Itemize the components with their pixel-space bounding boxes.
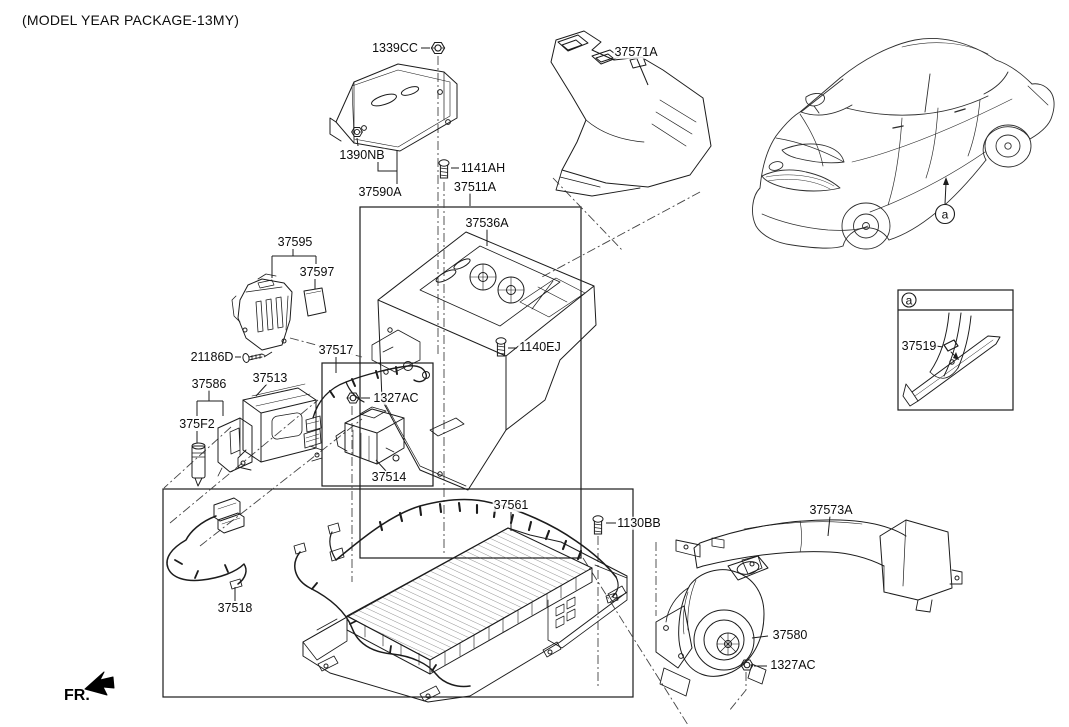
part-drawing-37517-harness xyxy=(303,361,430,449)
part-label-37595[interactable]: 37595 xyxy=(276,234,314,249)
leader-lines xyxy=(196,47,944,667)
nut-1327AC-icon xyxy=(346,392,360,404)
part-label-1130BB[interactable]: 1130BB xyxy=(616,515,662,530)
part-label-37590A[interactable]: 37590A xyxy=(357,184,403,199)
part-drawing-37597-pad xyxy=(303,287,327,317)
bolt-1130BB-icon xyxy=(592,515,604,535)
part-label-37586[interactable]: 37586 xyxy=(190,376,228,391)
page-title: (MODEL YEAR PACKAGE-13MY) xyxy=(22,12,240,28)
part-label-37517[interactable]: 37517 xyxy=(317,342,355,357)
part-label-37513[interactable]: 37513 xyxy=(251,370,289,385)
part-drawing-37590A-cover-bracket xyxy=(329,63,458,152)
part-label-37580[interactable]: 37580 xyxy=(771,627,809,642)
part-label-1390NB[interactable]: 1390NB xyxy=(338,147,386,162)
part-drawing-battery-pack xyxy=(302,527,628,703)
screw-21186D-icon xyxy=(242,353,266,363)
part-label-37561[interactable]: 37561 xyxy=(492,497,530,512)
car-callout[interactable]: a xyxy=(934,177,956,225)
part-label-21186D[interactable]: 21186D xyxy=(189,349,235,364)
callout-boxes xyxy=(162,206,1014,698)
part-label-1327AC-2[interactable]: 1327AC xyxy=(769,657,817,672)
part-drawing-37561-harness xyxy=(327,498,619,604)
fr-label: FR. xyxy=(64,687,90,704)
projection-lines xyxy=(163,56,747,726)
part-drawing-37595-side-cover xyxy=(231,273,293,351)
part-label-37519[interactable]: 37519 xyxy=(900,338,938,353)
part-label-1339CC[interactable]: 1339CC xyxy=(371,40,419,55)
box-detail-a xyxy=(897,289,1014,411)
box-37511A-assembly xyxy=(359,206,582,559)
part-label-1141AH[interactable]: 1141AH xyxy=(459,160,507,175)
part-label-37514[interactable]: 37514 xyxy=(370,469,408,484)
part-drawing-37571A-duct xyxy=(550,30,712,197)
car-callout-letter: a xyxy=(942,208,949,222)
part-label-37511A[interactable]: 37511A xyxy=(452,179,498,194)
part-drawing-37536A-battery-cover xyxy=(371,231,597,491)
part-label-37573A[interactable]: 37573A xyxy=(808,502,854,517)
bolt-1140EJ-icon xyxy=(495,337,507,357)
part-drawing-detail-a-pillar xyxy=(902,312,1001,407)
part-label-1140EJ[interactable]: 1140EJ xyxy=(518,339,562,354)
part-drawing-37573A-duct xyxy=(675,519,963,613)
nut-1390NB-icon xyxy=(351,127,363,137)
detail-callout[interactable]: a xyxy=(901,292,917,308)
box-battery-pack xyxy=(162,488,634,698)
fr-direction-arrow-icon xyxy=(84,671,115,696)
part-drawing-37514-safety-plug xyxy=(335,406,405,465)
part-label-37518[interactable]: 37518 xyxy=(216,600,254,615)
part-drawing-37518-harness xyxy=(166,497,471,688)
part-label-37536A[interactable]: 37536A xyxy=(464,215,510,230)
bolt-1141AH-icon xyxy=(438,159,450,179)
part-drawing-37586-fuse-assembly xyxy=(191,417,253,487)
part-label-37571A[interactable]: 37571A xyxy=(613,44,659,59)
detail-callout-letter: a xyxy=(906,294,913,308)
vehicle-illustration xyxy=(752,37,1055,250)
part-label-37597[interactable]: 37597 xyxy=(298,264,336,279)
part-drawing-37580-blower xyxy=(655,555,769,697)
part-label-1327AC[interactable]: 1327AC xyxy=(372,390,420,405)
part-drawing-37513-module xyxy=(237,383,323,471)
part-label-375F2[interactable]: 375F2 xyxy=(178,416,216,431)
nut-1339CC-icon xyxy=(430,41,446,55)
